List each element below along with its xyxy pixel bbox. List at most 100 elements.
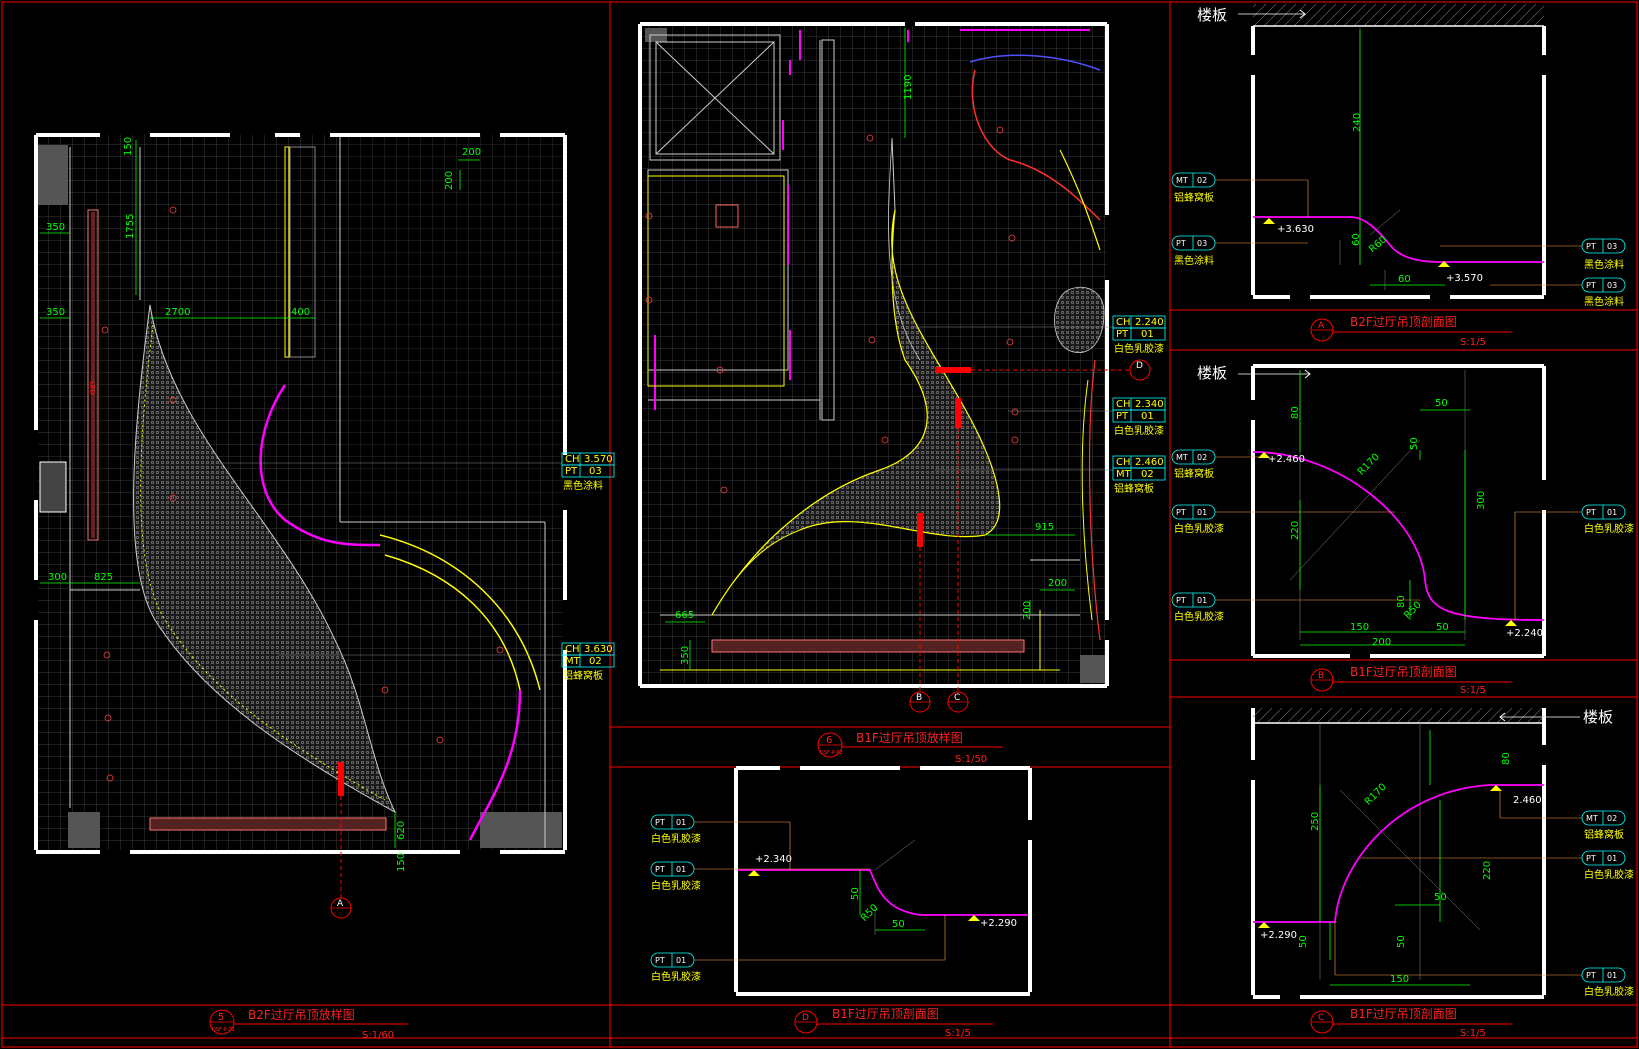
material-tag-a-right-1: PT 03 黑色涂料 <box>1440 238 1626 271</box>
dim-r60: R60 <box>1367 234 1389 255</box>
svg-text:PT: PT <box>655 865 665 874</box>
section-b-title: B1F过厅吊顶剖面图 <box>1350 665 1457 679</box>
dim-80-b: 80 <box>1396 595 1407 608</box>
svg-text:CH: CH <box>1116 317 1131 328</box>
svg-text:MT: MT <box>1116 469 1132 480</box>
svg-text:01: 01 <box>676 865 686 874</box>
svg-text:3.630: 3.630 <box>584 644 613 655</box>
dim-r170: R170 <box>1356 452 1382 478</box>
svg-text:3.570: 3.570 <box>584 454 613 465</box>
dim-350: 350 <box>680 646 691 665</box>
svg-text:白色乳胶漆: 白色乳胶漆 <box>1114 424 1164 437</box>
ceiling-tag-b1f-2: CH 2.340 PT 01 白色乳胶漆 <box>1112 397 1166 437</box>
level-3630: +3.630 <box>1277 224 1314 235</box>
plan-b1f: 1190 915 200 200 665 350 CH 2.240 PT 01 … <box>638 22 1166 713</box>
svg-text:01: 01 <box>1197 508 1207 517</box>
material-tag-c-right-2: PT 01 白色乳胶漆 <box>1360 850 1634 881</box>
dim-200-h: 200 <box>462 147 481 158</box>
dim-665: 665 <box>675 610 694 621</box>
svg-text:PT: PT <box>1116 411 1129 422</box>
svg-text:02: 02 <box>1197 453 1207 462</box>
svg-text:MT: MT <box>1586 814 1598 823</box>
svg-text:CH: CH <box>565 644 580 655</box>
section-a: 楼板 240 60 R60 60 +3.630 +3.570 MT 02 <box>1171 4 1626 348</box>
svg-text:CH: CH <box>565 454 580 465</box>
dim-50-b: 50 <box>1298 935 1309 948</box>
svg-text:PT: PT <box>1116 329 1129 340</box>
material-tag-d-left-2: PT 01 白色乳胶漆 <box>650 861 870 892</box>
section-marker-d: D <box>1136 361 1143 371</box>
svg-text:白色乳胶漆: 白色乳胶漆 <box>1174 522 1224 535</box>
svg-text:白色乳胶漆: 白色乳胶漆 <box>1114 342 1164 355</box>
svg-text:PT: PT <box>1176 239 1186 248</box>
material-tag-b-left-1: MT 02 铝蜂窝板 <box>1171 449 1262 480</box>
svg-text:白色乳胶漆: 白色乳胶漆 <box>1584 868 1634 881</box>
svg-text:MT: MT <box>1176 176 1188 185</box>
svg-text:02: 02 <box>589 656 602 667</box>
plan-b2f-sheet-ref: DSF-P-02 <box>212 1027 235 1033</box>
dim-150: 150 <box>1350 622 1369 633</box>
level-2240: +2.240 <box>1506 628 1543 639</box>
dim-50-h: 50 <box>892 919 905 930</box>
material-tag-b-left-3: PT 01 白色乳胶漆 <box>1171 592 1420 623</box>
svg-text:01: 01 <box>1607 971 1617 980</box>
dim-r170: R170 <box>1363 782 1389 808</box>
dim-150: 150 <box>1390 974 1409 985</box>
svg-text:铝蜂窝板: 铝蜂窝板 <box>1584 828 1624 841</box>
dim-r50: R50 <box>859 902 881 924</box>
plan-b1f-number: 6 <box>826 735 832 746</box>
floor-slab-label-a: 楼板 <box>1197 6 1227 24</box>
ceiling-tag-b2f-2: CH 3.630 MT 02 铝蜂窝板 <box>561 642 615 682</box>
svg-text:白色乳胶漆: 白色乳胶漆 <box>651 832 701 845</box>
section-b-scale: S:1/5 <box>1460 685 1486 696</box>
svg-text:01: 01 <box>1197 596 1207 605</box>
dim-825: 825 <box>94 572 113 583</box>
svg-text:PT: PT <box>1586 854 1596 863</box>
dim-620: 620 <box>396 821 407 840</box>
dim-2700: 2700 <box>165 307 190 318</box>
svg-text:PT: PT <box>1586 971 1596 980</box>
level-2290: +2.290 <box>980 918 1017 929</box>
material-tag-b-left-2: PT 01 白色乳胶漆 <box>1171 504 1395 535</box>
plan-b2f-title: B2F过厅吊顶放样图 <box>248 1007 355 1022</box>
svg-text:白色乳胶漆: 白色乳胶漆 <box>1584 985 1634 998</box>
svg-text:黑色涂料: 黑色涂料 <box>563 479 603 492</box>
svg-text:铝蜂窝板: 铝蜂窝板 <box>1174 467 1214 480</box>
floor-slab-label-c: 楼板 <box>1583 708 1613 726</box>
svg-text:PT: PT <box>1176 508 1186 517</box>
svg-text:01: 01 <box>1141 329 1154 340</box>
dim-50-a: 50 <box>1434 892 1447 903</box>
svg-text:01: 01 <box>1607 854 1617 863</box>
plan-b1f-sheet-ref: DSF-P-02 <box>820 750 843 756</box>
dim-50-a: 50 <box>1435 398 1448 409</box>
svg-text:2.240: 2.240 <box>1135 317 1164 328</box>
svg-text:PT: PT <box>655 818 665 827</box>
dim-50-c: 50 <box>1436 622 1449 633</box>
svg-text:01: 01 <box>676 956 686 965</box>
dim-200-v: 200 <box>444 171 455 190</box>
svg-text:01: 01 <box>1141 411 1154 422</box>
level-3570: +3.570 <box>1446 273 1483 284</box>
svg-text:铝蜂窝板: 铝蜂窝板 <box>1114 482 1154 495</box>
svg-text:MT: MT <box>565 656 581 667</box>
dim-220: 220 <box>1482 861 1493 880</box>
svg-text:02: 02 <box>1197 176 1207 185</box>
dim-300: 300 <box>48 572 67 583</box>
svg-text:白色乳胶漆: 白色乳胶漆 <box>651 879 701 892</box>
svg-text:2.460: 2.460 <box>1135 457 1164 468</box>
floor-slab-label-b: 楼板 <box>1197 364 1227 382</box>
dim-200: 200 <box>1372 637 1391 648</box>
svg-text:PT: PT <box>655 956 665 965</box>
material-tag-a-left-1: MT 02 铝蜂窝板 <box>1171 172 1309 217</box>
svg-text:03: 03 <box>1197 239 1207 248</box>
dim-350-a: 350 <box>46 222 65 233</box>
section-c-title: B1F过厅吊顶剖面图 <box>1350 1007 1457 1021</box>
section-c-scale: S:1/5 <box>1460 1028 1486 1039</box>
section-marker-c: C <box>954 693 960 703</box>
section-a-marker: A <box>1318 321 1325 331</box>
level-2290: +2.290 <box>1260 930 1297 941</box>
material-tag-d-left-3: PT 01 白色乳胶漆 <box>650 915 946 983</box>
svg-text:PT: PT <box>1586 508 1596 517</box>
